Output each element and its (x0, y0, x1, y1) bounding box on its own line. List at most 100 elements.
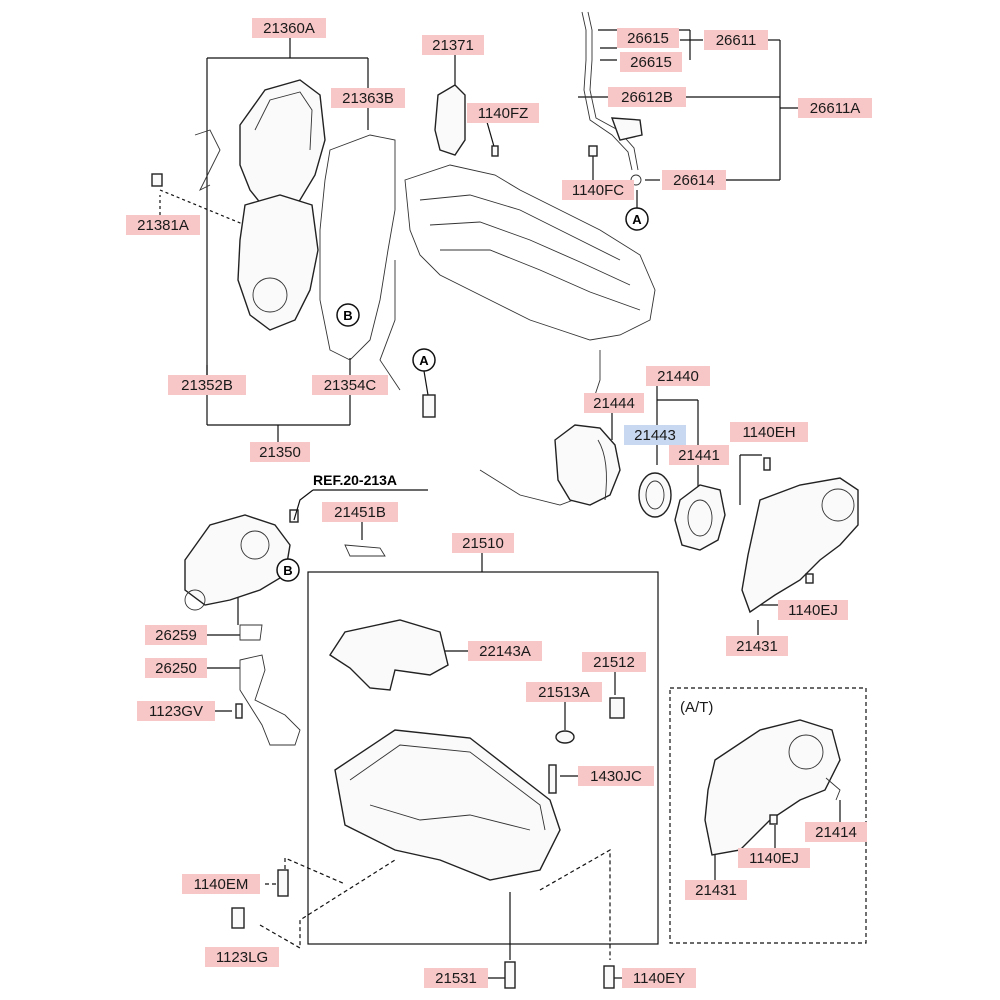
oil-strainer (239, 654, 301, 746)
label-1140EJ-lower: 1140EJ (738, 848, 810, 868)
svg-text:26615: 26615 (627, 30, 669, 47)
timing-cover-upper (239, 79, 326, 216)
svg-text:21531: 21531 (435, 970, 477, 987)
callout-a-lower: A (412, 348, 436, 372)
label-1140EM: 1140EM (182, 874, 260, 894)
svg-text:21354C: 21354C (324, 377, 377, 394)
svg-text:21444: 21444 (593, 395, 635, 412)
label-21531: 21531 (424, 968, 488, 988)
svg-text:21431: 21431 (736, 638, 778, 655)
svg-text:B: B (283, 563, 292, 578)
svg-text:26611: 26611 (716, 32, 757, 49)
svg-text:1140EH: 1140EH (742, 424, 795, 441)
label-21431-lower: 21431 (685, 880, 747, 900)
label-22143A: 22143A (468, 641, 542, 661)
label-21381A: 21381A (126, 215, 200, 235)
callout-b-lower: B (276, 558, 300, 582)
svg-text:21451B: 21451B (334, 504, 386, 521)
label-21440: 21440 (646, 366, 710, 386)
label-1140FC: 1140FC (562, 180, 634, 200)
svg-text:1140EY: 1140EY (633, 970, 685, 987)
label-21441: 21441 (669, 445, 729, 465)
svg-text:1140EM: 1140EM (194, 876, 249, 893)
label-21352B: 21352B (168, 375, 246, 395)
svg-text:21441: 21441 (678, 447, 720, 464)
svg-text:21512: 21512 (593, 654, 635, 671)
label-21350: 21350 (250, 442, 310, 462)
label-1123LG: 1123LG (205, 947, 279, 967)
svg-text:26611A: 26611A (810, 100, 861, 117)
svg-text:1140FZ: 1140FZ (478, 105, 529, 122)
svg-text:A: A (632, 212, 642, 227)
label-1140EH: 1140EH (730, 422, 808, 442)
svg-text:21381A: 21381A (137, 217, 189, 234)
label-1430JC: 1430JC (578, 766, 654, 786)
seal-case (674, 484, 726, 551)
label-26612B: 26612B (608, 87, 686, 107)
baffle-plate (329, 619, 449, 691)
at-label: (A/T) (680, 699, 713, 716)
label-21513A: 21513A (526, 682, 602, 702)
label-26615-top: 26615 (617, 28, 679, 48)
svg-text:1123GV: 1123GV (149, 703, 203, 720)
svg-text:26614: 26614 (673, 172, 715, 189)
svg-text:21350: 21350 (259, 444, 301, 461)
svg-text:A: A (419, 353, 429, 368)
label-21363B: 21363B (331, 88, 405, 108)
label-21414: 21414 (805, 822, 867, 842)
flywheel-cover (741, 477, 859, 614)
label-26259: 26259 (145, 625, 207, 645)
svg-text:1430JC: 1430JC (590, 768, 642, 785)
label-26615-bottom: 26615 (620, 52, 682, 72)
svg-text:21440: 21440 (657, 368, 699, 385)
cover-gasket (319, 134, 396, 361)
label-1140FZ: 1140FZ (467, 103, 539, 123)
label-21431-upper: 21431 (726, 636, 788, 656)
svg-text:21513A: 21513A (538, 684, 590, 701)
svg-text:22143A: 22143A (479, 643, 531, 660)
svg-text:21414: 21414 (815, 824, 857, 841)
label-26611: 26611 (704, 30, 768, 50)
svg-text:21443: 21443 (634, 427, 676, 444)
svg-text:21510: 21510 (462, 535, 504, 552)
label-1140EJ-upper: 1140EJ (778, 600, 848, 620)
svg-text:26250: 26250 (155, 660, 197, 677)
ref-label: REF.20-213A (313, 472, 397, 488)
svg-text:26259: 26259 (155, 627, 197, 644)
oil-seal (638, 472, 672, 518)
drain-washer (555, 730, 575, 744)
label-21443: 21443 (624, 425, 686, 445)
label-26250: 26250 (145, 658, 207, 678)
svg-text:21431: 21431 (695, 882, 737, 899)
svg-text:21371: 21371 (432, 37, 474, 54)
timing-cover-lower (237, 194, 319, 331)
callout-b-upper: B (336, 303, 360, 327)
svg-text:1140EJ: 1140EJ (788, 602, 838, 619)
svg-text:26615: 26615 (630, 54, 672, 71)
label-26611A: 26611A (798, 98, 872, 118)
label-21360A: 21360A (252, 18, 326, 38)
seal-retainer-gasket (554, 424, 621, 506)
bracket-21371 (434, 84, 466, 156)
svg-text:1140EJ: 1140EJ (749, 850, 799, 867)
label-26614: 26614 (662, 170, 726, 190)
svg-text:21360A: 21360A (263, 20, 315, 37)
label-21512: 21512 (582, 652, 646, 672)
oil-dipstick (581, 11, 633, 171)
label-21354C: 21354C (312, 375, 388, 395)
label-21444: 21444 (584, 393, 644, 413)
label-21371: 21371 (422, 35, 484, 55)
drain-plug (609, 697, 625, 719)
label-21510: 21510 (452, 533, 514, 553)
svg-text:1140FC: 1140FC (572, 182, 624, 199)
label-1140EY: 1140EY (622, 968, 696, 988)
label-21451B: 21451B (322, 502, 398, 522)
svg-text:21363B: 21363B (342, 90, 394, 107)
svg-text:21352B: 21352B (181, 377, 233, 394)
oil-pan (334, 729, 561, 881)
svg-text:1123LG: 1123LG (216, 949, 268, 966)
callout-a-upper: A (625, 207, 649, 231)
label-1123GV: 1123GV (137, 701, 215, 721)
